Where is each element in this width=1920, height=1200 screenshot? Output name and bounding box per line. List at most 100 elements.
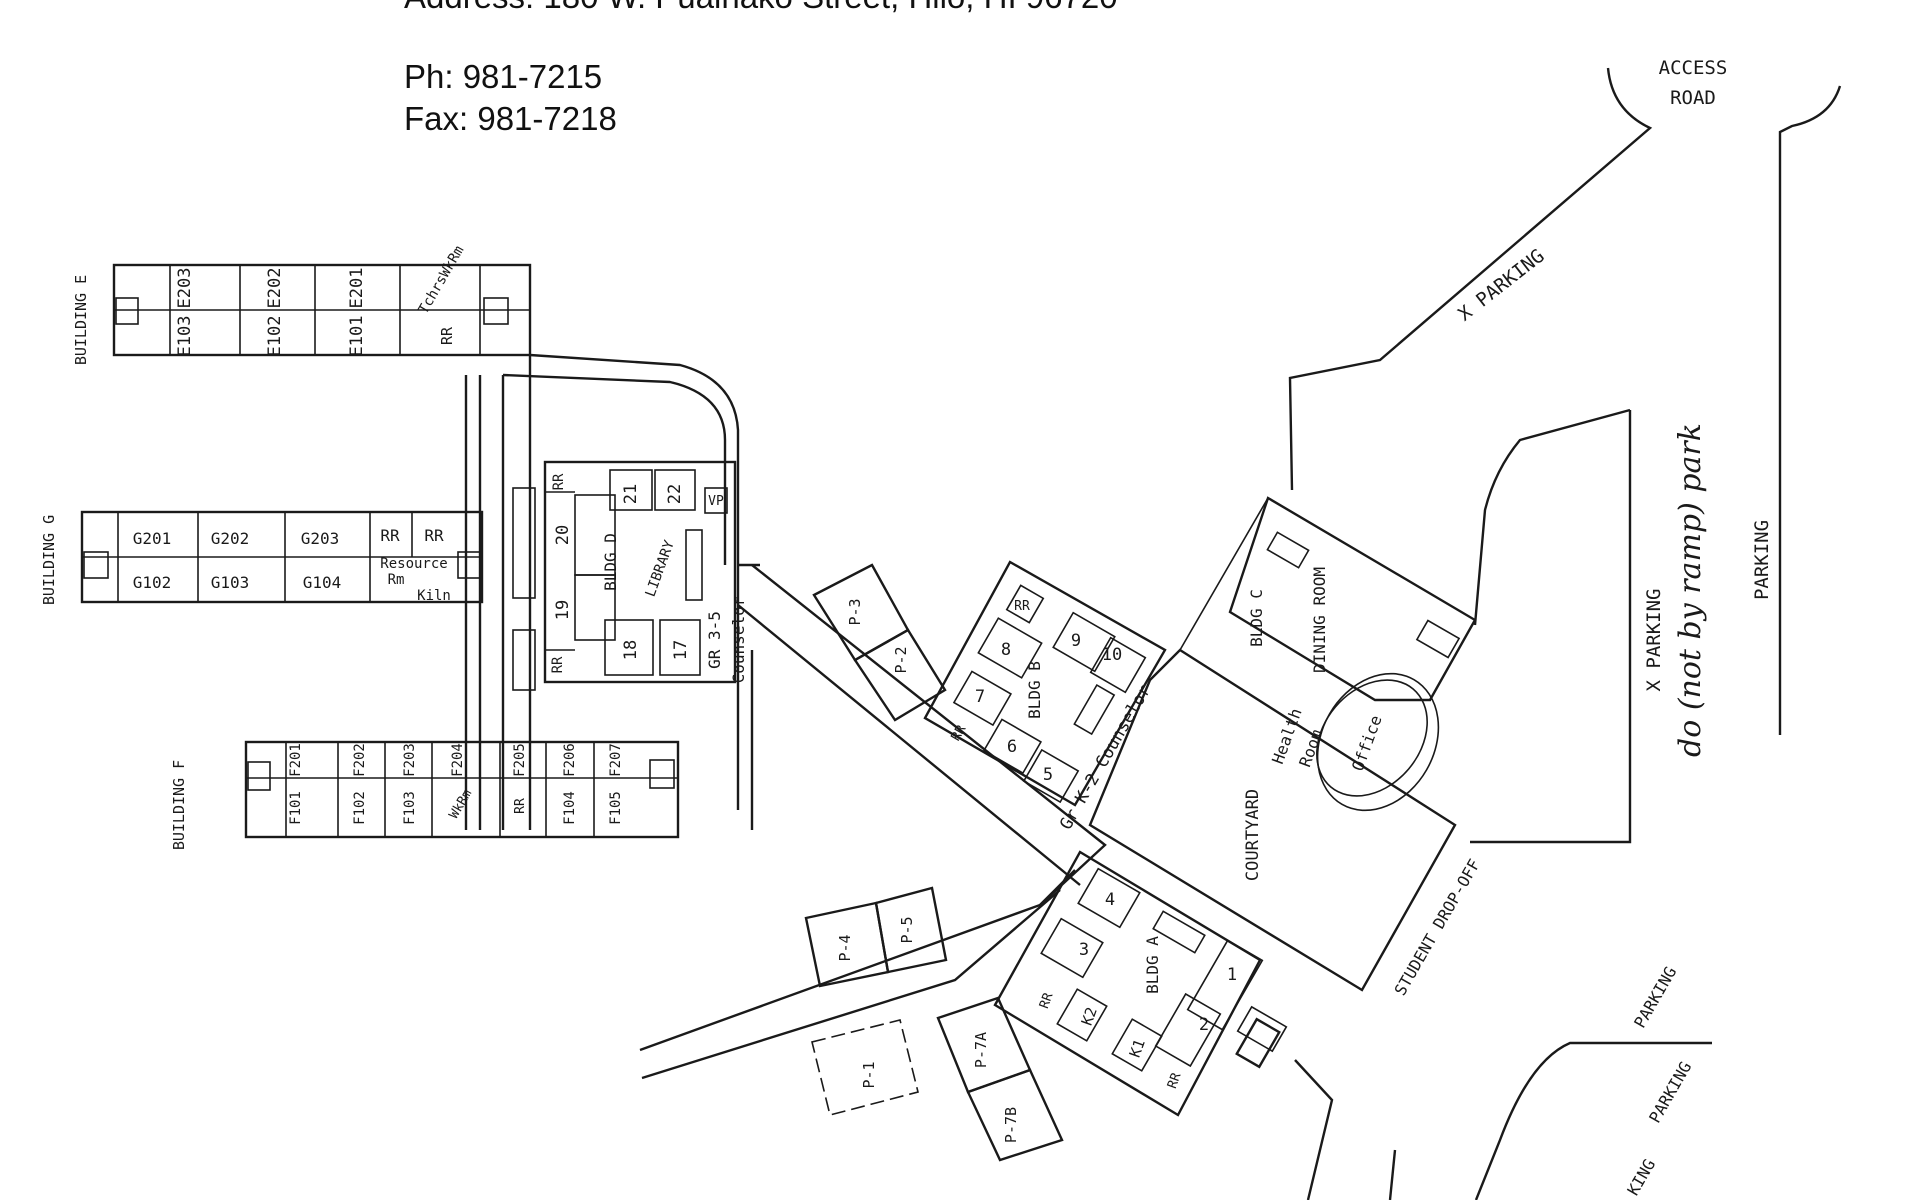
room-g102: G102 [133, 573, 172, 592]
parking-label-right: PARKING [1751, 520, 1773, 600]
counselor-3-5-label: Counselor [729, 596, 748, 683]
room-21: 21 [621, 484, 641, 504]
g-restroom-2: RR [424, 526, 444, 545]
building-f: F201 F202 F203 F204 F205 F206 F207 F101 … [170, 740, 680, 850]
student-drop-off: STUDENT DROP-OFF [1390, 856, 1484, 999]
room-f101: F101 [288, 791, 304, 825]
e-teachers-workroom: TchrsWkRm [416, 243, 468, 317]
room-18: 18 [621, 640, 641, 660]
counselor-3-5-grade: GR 3-5 [705, 611, 724, 669]
parking-label-bottom-1: PARKING [1630, 963, 1680, 1031]
a-restroom-1: RR [1037, 991, 1057, 1011]
room-g103: G103 [211, 573, 250, 592]
room-f102: F102 [352, 791, 368, 825]
d-restroom-top: RR [551, 473, 567, 490]
portable-p7a: P-7A [972, 1032, 990, 1068]
courtyard: COURTYARD [1088, 648, 1457, 992]
room-g201: G201 [133, 529, 172, 548]
portable-p1: P-1 [860, 1061, 878, 1088]
room-f202: F202 [352, 743, 368, 777]
school-phone: Ph: 981-7215 [404, 58, 603, 95]
d-restroom-bottom: RR [550, 656, 566, 673]
parking-label-bottom-2: PARKING [1645, 1058, 1695, 1126]
parking-label-lot: X PARKING [1643, 589, 1665, 692]
parking-labels: X PARKING PARKING X PARKING PARKING PARK… [1390, 245, 1773, 1199]
room-e203: E203 [175, 268, 195, 309]
portable-p4: P-4 [836, 934, 854, 961]
room-e202: E202 [265, 268, 285, 309]
access-road-label-1: ACCESS [1659, 57, 1728, 79]
parking-label-bottom-3: KING [1623, 1156, 1659, 1199]
building-d-label: BLDG D [601, 533, 620, 591]
room-f207: F207 [608, 743, 624, 777]
room-7: 7 [975, 687, 985, 707]
building-a-label: BLDG A [1143, 936, 1162, 994]
building-f-label: BUILDING F [170, 760, 188, 850]
room-k2: K2 [1078, 1005, 1101, 1028]
g-resource-room-rm: Rm [388, 572, 405, 588]
room-f103: F103 [402, 791, 418, 825]
room-20: 20 [553, 525, 573, 545]
room-f105: F105 [608, 791, 624, 825]
school-address: Address: 180 W. Puainako Street, Hilo, H… [404, 0, 1118, 16]
room-3: 3 [1079, 940, 1089, 960]
portable-p7b: P-7B [1002, 1107, 1020, 1143]
f-workroom: WkRm [447, 787, 476, 822]
room-19: 19 [553, 600, 573, 620]
building-c-label: BLDG C [1247, 589, 1266, 647]
e-restroom: RR [438, 326, 456, 345]
portable-p5: P-5 [898, 916, 916, 943]
room-9: 9 [1071, 631, 1081, 651]
f-restroom: RR [513, 798, 528, 814]
room-g203: G203 [301, 529, 340, 548]
room-vp: VP [708, 494, 724, 509]
portable-p3: P-3 [846, 598, 864, 625]
a-restroom-2: RR [1165, 1071, 1185, 1091]
g-restroom-1: RR [380, 526, 400, 545]
room-f104: F104 [562, 791, 578, 825]
room-f204: F204 [450, 743, 466, 777]
building-e-label: BUILDING E [72, 275, 90, 365]
g-kiln: Kiln [417, 588, 451, 604]
room-f205: F205 [512, 743, 528, 777]
building-g-label: BUILDING G [40, 515, 58, 605]
office-label: Office [1348, 713, 1386, 774]
building-g: G201 G202 G203 RR RR G102 G103 G104 Reso… [40, 510, 484, 605]
room-e201: E201 [347, 268, 367, 309]
building-c: BLDG C DINING ROOM Health Room Office [1179, 496, 1477, 812]
portable-p2: P-2 [892, 646, 910, 673]
room-g202: G202 [211, 529, 250, 548]
courtyard-label: COURTYARD [1243, 789, 1263, 881]
building-b: RR 8 9 10 7 6 5 RR BLDG B Gr K-2 Counsel… [923, 560, 1167, 833]
room-6: 6 [1007, 737, 1017, 757]
room-e103: E103 [175, 316, 195, 357]
portables: P-3 P-2 P-4 P-5 P-1 P-7A P-7B [804, 563, 1064, 1162]
room-f203: F203 [402, 743, 418, 777]
building-a: 4 3 1 2 K2 K1 RR RR BLDG A [993, 850, 1288, 1117]
dining-room: DINING ROOM [1310, 567, 1329, 673]
room-e101: E101 [347, 316, 367, 357]
walkways [464, 353, 1107, 1080]
school-fax: Fax: 981-7218 [404, 100, 617, 137]
building-e: E203 E202 E201 E103 E102 E101 TchrsWkRm … [72, 243, 532, 365]
room-g104: G104 [303, 573, 342, 592]
b-restroom-top: RR [1014, 599, 1030, 614]
room-22: 22 [665, 484, 685, 504]
room-f201: F201 [288, 743, 304, 777]
handwritten-parking-note: do (not by ramp) park [1673, 423, 1708, 757]
access-road: ACCESS ROAD [1288, 57, 1842, 1200]
room-k1: K1 [1126, 1037, 1149, 1060]
g-resource-room: Resource [380, 556, 447, 572]
room-4: 4 [1105, 890, 1115, 910]
room-10: 10 [1102, 645, 1122, 665]
room-5: 5 [1043, 765, 1053, 785]
room-8: 8 [1001, 640, 1011, 660]
b-restroom-bottom: RR [949, 723, 970, 744]
room-f206: F206 [562, 743, 578, 777]
library-label: LIBRARY [643, 538, 678, 599]
building-d: RR 20 21 22 VP 19 18 17 RR BLDG D LIBRAR… [512, 460, 748, 691]
room-17: 17 [671, 640, 691, 660]
room-1: 1 [1227, 965, 1237, 985]
access-road-label-2: ROAD [1670, 87, 1716, 109]
